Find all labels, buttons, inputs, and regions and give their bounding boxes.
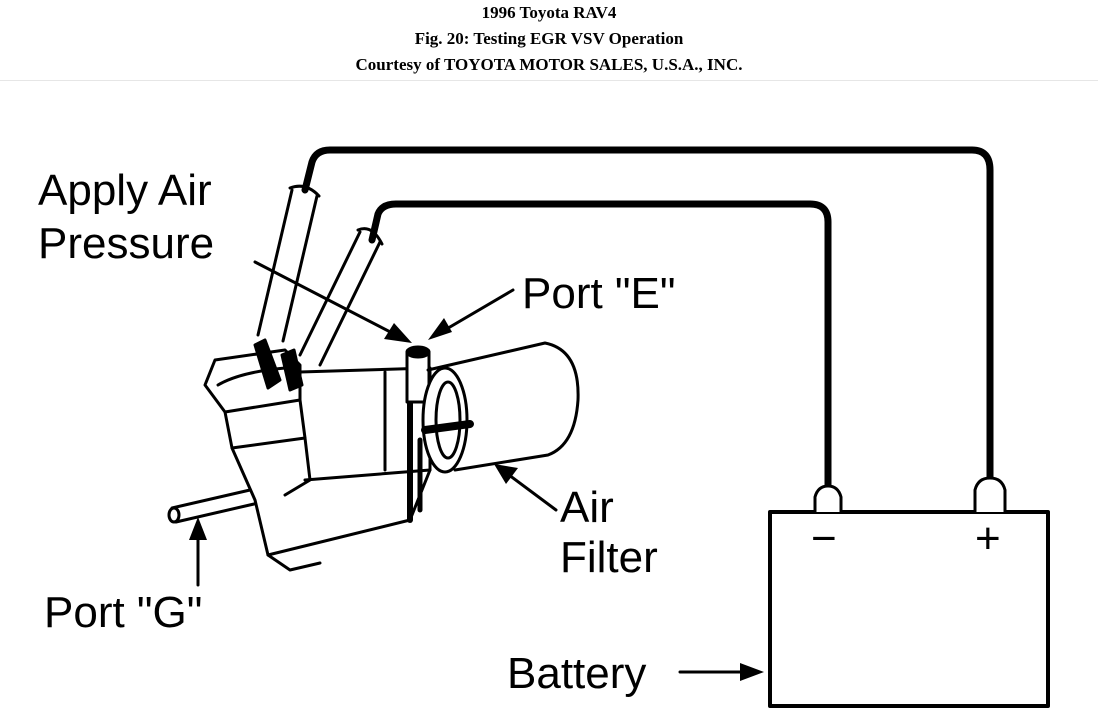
hose-outer: [256, 184, 321, 343]
port-e-arrowhead: [428, 318, 452, 340]
port-e-leader: [436, 288, 515, 336]
label-port-e: Port "E": [522, 269, 676, 318]
battery-arrowhead: [740, 663, 764, 681]
label-filter: Filter: [560, 533, 658, 582]
port-e-nipple: [405, 345, 431, 404]
battery-negative-symbol: −: [811, 514, 837, 563]
air-filter-arrowhead: [494, 464, 518, 484]
battery-positive-symbol: +: [975, 514, 1001, 563]
apply-air-arrowhead: [384, 323, 412, 343]
vsv-valve: [203, 338, 432, 572]
label-pressure: Pressure: [38, 219, 214, 268]
label-battery: Battery: [507, 649, 646, 698]
air-filter-leader: [503, 470, 558, 512]
label-air: Air: [560, 483, 614, 532]
battery: [768, 476, 1050, 708]
port-g-tube: [167, 488, 256, 524]
air-filter: [421, 341, 580, 474]
label-port-g: Port "G": [44, 588, 202, 637]
positive-wire: [301, 146, 994, 489]
apply-air-leader: [253, 260, 400, 338]
caption-figure-title: Fig. 20: Testing EGR VSV Operation: [414, 29, 684, 48]
caption-credit: Courtesy of TOYOTA MOTOR SALES, U.S.A., …: [355, 55, 743, 74]
port-g-arrowhead: [189, 517, 207, 540]
caption-vehicle: 1996 Toyota RAV4: [481, 3, 617, 22]
figure-caption: 1996 Toyota RAV4 Fig. 20: Testing EGR VS…: [0, 0, 1098, 81]
label-apply-air: Apply Air: [38, 166, 212, 215]
hose-inner: [298, 227, 384, 367]
negative-wire: [368, 200, 832, 494]
